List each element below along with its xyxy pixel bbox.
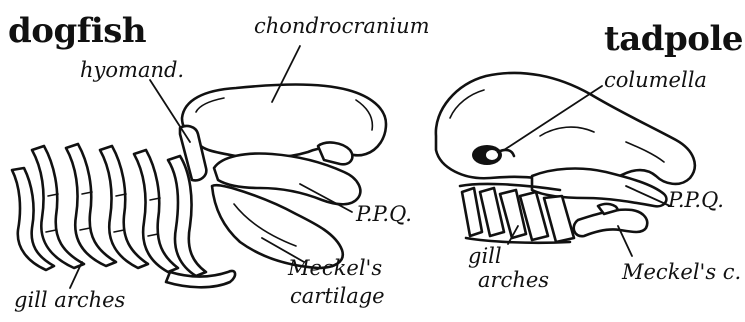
- label-dogfish-meckels-2: cartilage: [290, 286, 385, 307]
- label-dogfish-ppq: P.P.Q.: [356, 204, 412, 225]
- tadpole-skull: [436, 73, 695, 243]
- label-tadpole-gill-1: gill: [468, 246, 502, 267]
- label-tadpole-ppq: P.P.Q.: [668, 190, 724, 211]
- tadpole-title: tadpole: [604, 22, 743, 56]
- label-dogfish-gill-arches: gill arches: [14, 290, 125, 311]
- dogfish-title: dogfish: [8, 14, 146, 48]
- label-columella: columella: [604, 70, 707, 91]
- dogfish-chondrocranium: [182, 85, 386, 159]
- label-chondrocranium: chondrocranium: [254, 16, 430, 37]
- label-dogfish-meckels-1: Meckel's: [288, 258, 382, 279]
- tadpole-meckels: [574, 210, 647, 237]
- label-tadpole-gill-2: arches: [478, 270, 549, 291]
- label-tadpole-meckels: Meckel's c.: [622, 262, 741, 283]
- label-hyomandibular: hyomand.: [80, 60, 184, 81]
